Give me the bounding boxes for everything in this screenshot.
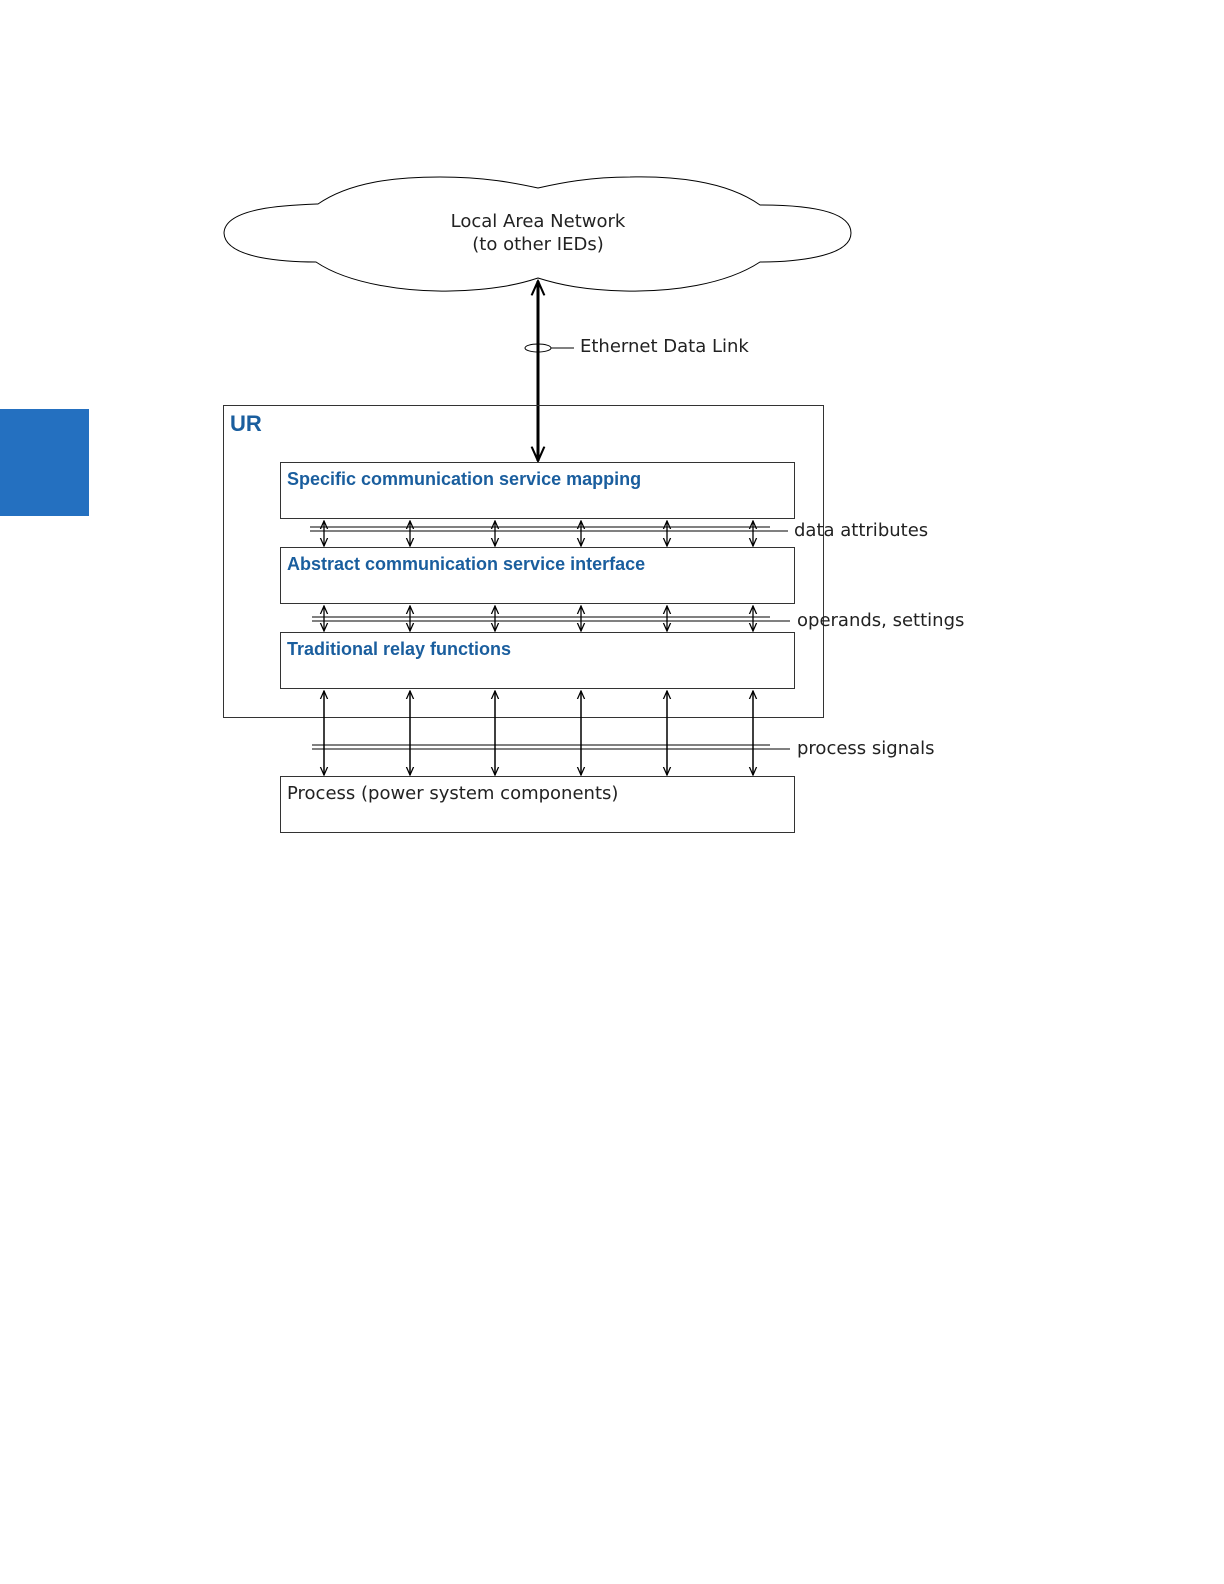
process-components: Process (power system components) [281,777,795,833]
layer-label: Traditional relay functions [287,639,511,659]
ur-device-label: UR [230,411,262,436]
layer-label: Abstract communication service interface [287,554,645,574]
bus-label: operands, settings [797,610,964,631]
bus-operands-settings: operands, settings [312,606,964,631]
process-label: Process (power system components) [287,783,618,804]
bus-process-signals: process signals [312,691,935,775]
layer-specific-mapping: Specific communication service mapping [281,463,795,519]
bus-label: data attributes [794,520,928,541]
layer-label: Specific communication service mapping [287,469,641,489]
lan-subtitle: (to other IEDs) [472,234,603,255]
lan-cloud: Local Area Network (to other IEDs) [224,177,851,291]
ethernet-link: Ethernet Data Link [525,281,749,461]
bus-label: process signals [797,738,935,759]
lan-title: Local Area Network [451,211,626,232]
ethernet-link-label: Ethernet Data Link [580,336,749,357]
layer-abstract-interface: Abstract communication service interface [281,548,795,604]
layer-relay-functions: Traditional relay functions [281,633,795,689]
bus-data-attributes: data attributes [310,520,928,546]
